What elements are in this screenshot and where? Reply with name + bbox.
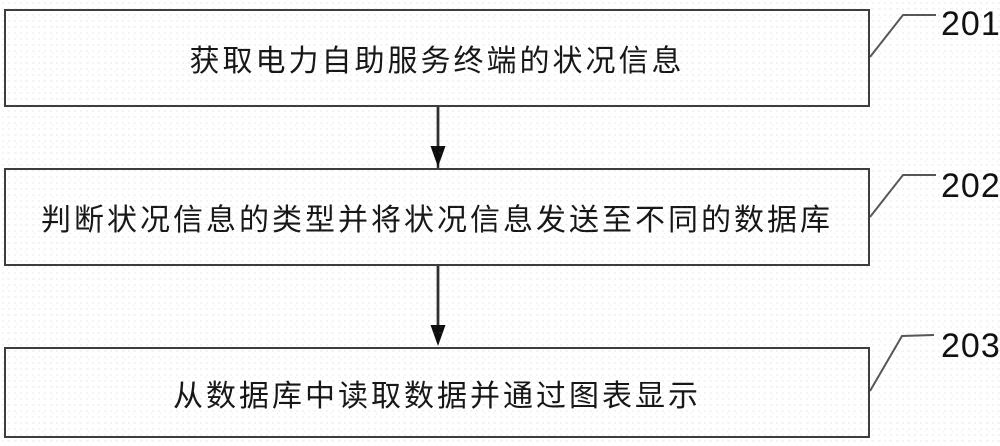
flow-step-box-3: 从数据库中读取数据并通过图表显示 <box>4 347 870 438</box>
flow-arrow-2 <box>430 265 446 346</box>
ref-connector-202 <box>869 174 936 218</box>
flow-step-text-1: 获取电力自助服务终端的状况信息 <box>189 45 685 78</box>
step-ref-label-202: 202 <box>941 167 1000 205</box>
ref-connector-203 <box>869 334 935 392</box>
step-ref-label-203: 203 <box>941 327 1000 365</box>
ref-connector-201 <box>869 14 936 58</box>
flow-step-text-2: 判断状况信息的类型并将状况信息发送至不同的数据库 <box>41 204 833 237</box>
flow-step-text-3: 从数据库中读取数据并通过图表显示 <box>173 379 701 413</box>
flow-step-box-2: 判断状况信息的类型并将状况信息发送至不同的数据库 <box>4 168 870 266</box>
flow-step-box-1: 获取电力自助服务终端的状况信息 <box>4 9 870 107</box>
step-ref-label-201: 201 <box>941 5 1000 43</box>
